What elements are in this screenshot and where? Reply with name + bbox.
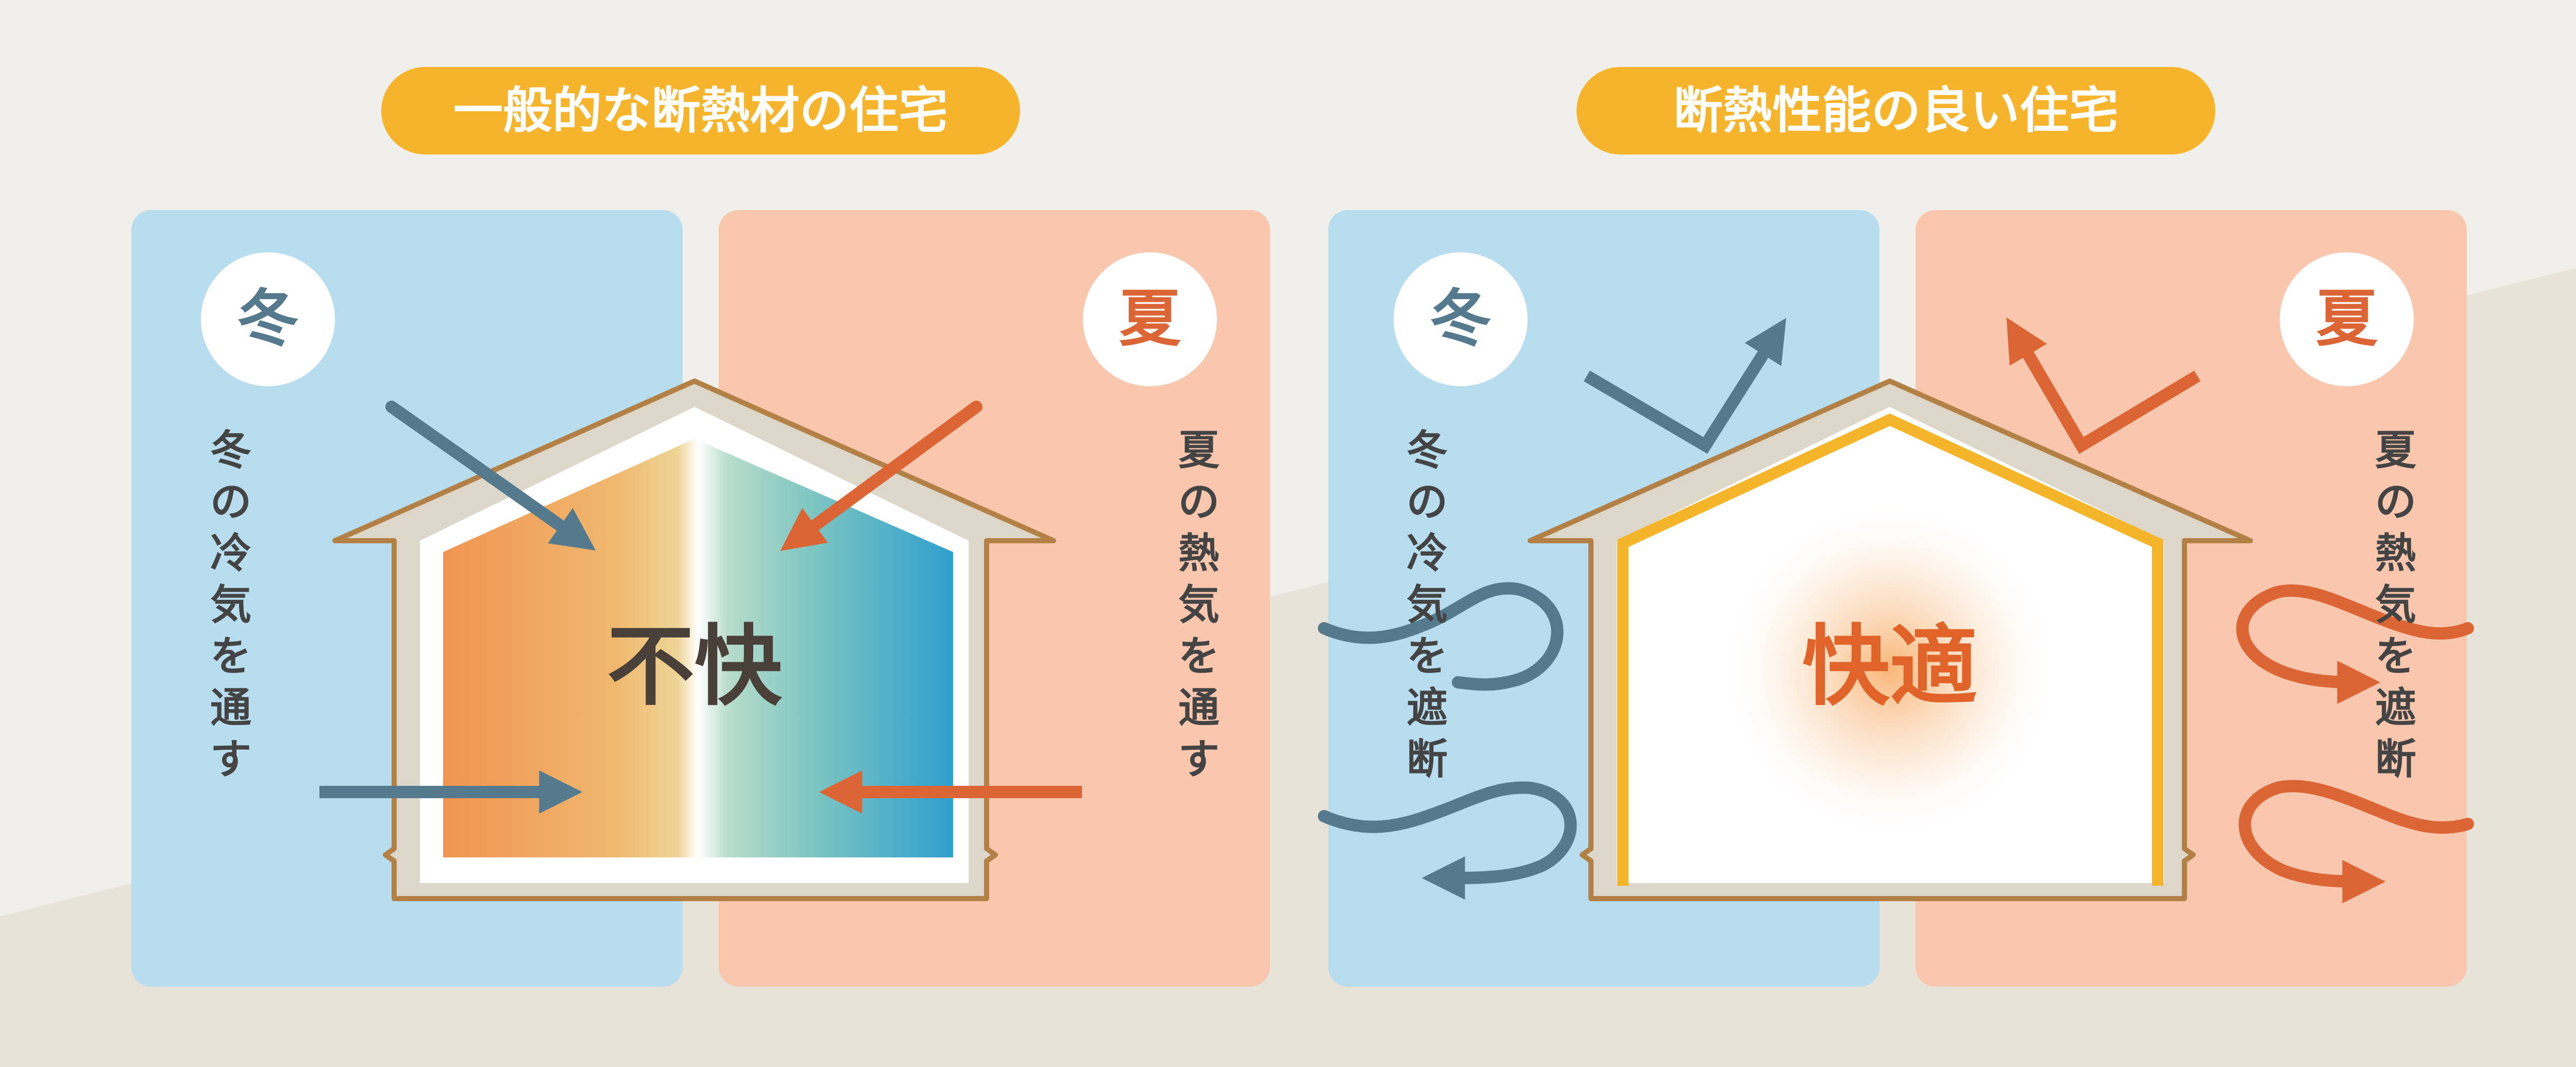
left-winter-badge-circle [201, 252, 335, 386]
right-heat-arrow-wave-lower [2239, 780, 2474, 903]
right-summer-badge: 夏 [2316, 283, 2378, 355]
left-winter-caption: 冬の冷気を通す [210, 426, 251, 783]
right-title: 断熱性能の良い住宅 [1673, 82, 2119, 140]
comfort-label: 快適 [1802, 616, 1977, 718]
comfort-glow [1720, 500, 2060, 839]
right-house [1528, 378, 2253, 901]
right-summer-badge-circle [2280, 252, 2414, 386]
left-heat-arrow-roof [780, 401, 982, 551]
left-title: 一般的な断熱材の住宅 [453, 82, 948, 140]
right-title-pill [1577, 67, 2215, 154]
right-cold-arrow-roof-bounce [1583, 318, 1786, 454]
right-summer-caption: 夏の熱気を遮断 [2375, 426, 2416, 783]
right-cold-arrow-wave-lower [1318, 781, 1577, 900]
left-title-pill [381, 67, 1020, 154]
left-summer-badge-circle [1083, 252, 1217, 386]
right-winter-badge-circle [1394, 252, 1528, 386]
left-summer-caption: 夏の熱気を通す [1178, 426, 1219, 783]
right-heat-arrow-wave-upper [2236, 584, 2474, 704]
right-cold-arrow-wave-upper [1318, 582, 1564, 691]
right-winter-caption: 冬の冷気を遮断 [1406, 426, 1448, 783]
left-summer-badge: 夏 [1119, 283, 1181, 355]
left-cold-arrow-roof [385, 401, 596, 551]
discomfort-label: 不快 [606, 616, 782, 718]
right-house-insulation-layer [1617, 413, 2163, 886]
left-winter-badge: 冬 [237, 283, 299, 355]
right-winter-badge: 冬 [1430, 283, 1492, 355]
right-heat-arrow-roof-bounce [2006, 317, 2201, 454]
